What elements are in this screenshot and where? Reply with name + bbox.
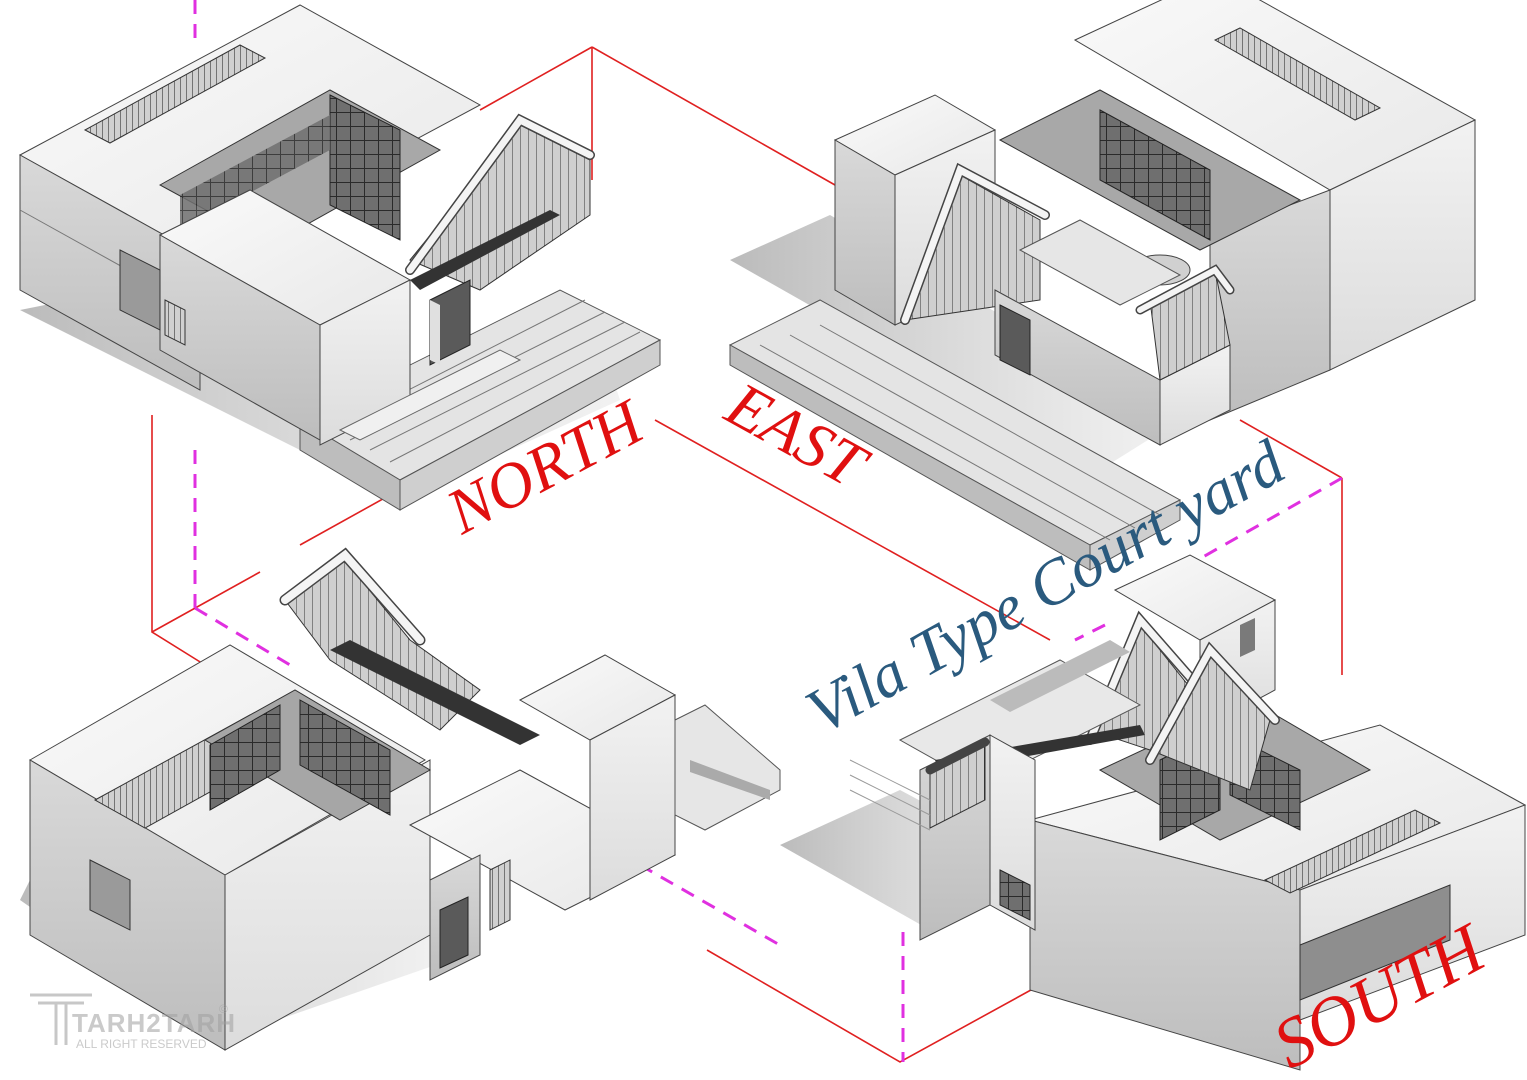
south-view-building <box>780 554 1527 1071</box>
tarh2tarh-mark-icon <box>30 993 92 1045</box>
guide-lines <box>151 0 1343 1063</box>
west-view-building <box>20 547 781 1051</box>
east-view-building <box>728 0 1477 571</box>
brand-logo: TARH2TARH © ALL RIGHT RESERVED <box>30 993 236 1051</box>
north-view-building <box>18 4 662 511</box>
copyright-mark: © <box>219 1002 228 1016</box>
brand-tagline: ALL RIGHT RESERVED <box>76 1037 207 1051</box>
brand-name: TARH2TARH <box>72 1008 236 1038</box>
